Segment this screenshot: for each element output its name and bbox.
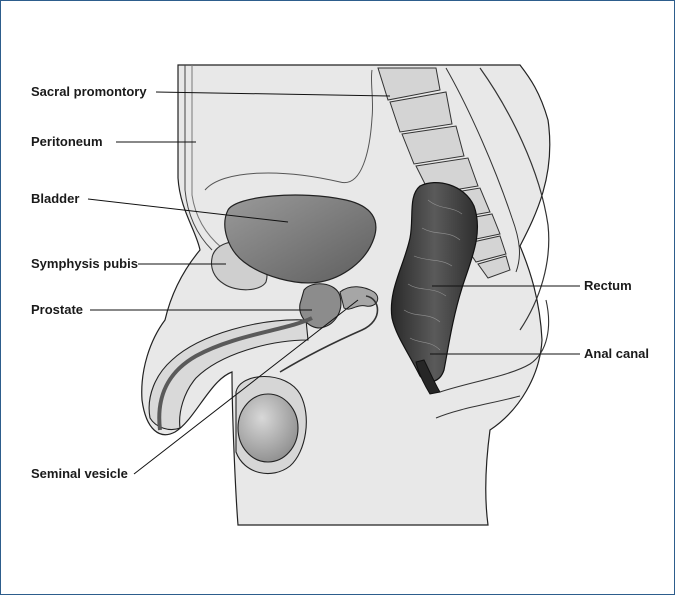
- label-symphysis-pubis: Symphysis pubis: [31, 256, 138, 271]
- label-sacral-promontory: Sacral promontory: [31, 84, 147, 99]
- label-rectum: Rectum: [584, 278, 632, 293]
- label-prostate: Prostate: [31, 302, 83, 317]
- label-bladder: Bladder: [31, 191, 79, 206]
- label-peritoneum: Peritoneum: [31, 134, 103, 149]
- label-seminal-vesicle: Seminal vesicle: [31, 466, 128, 481]
- testis: [238, 394, 298, 462]
- label-anal-canal: Anal canal: [584, 346, 649, 361]
